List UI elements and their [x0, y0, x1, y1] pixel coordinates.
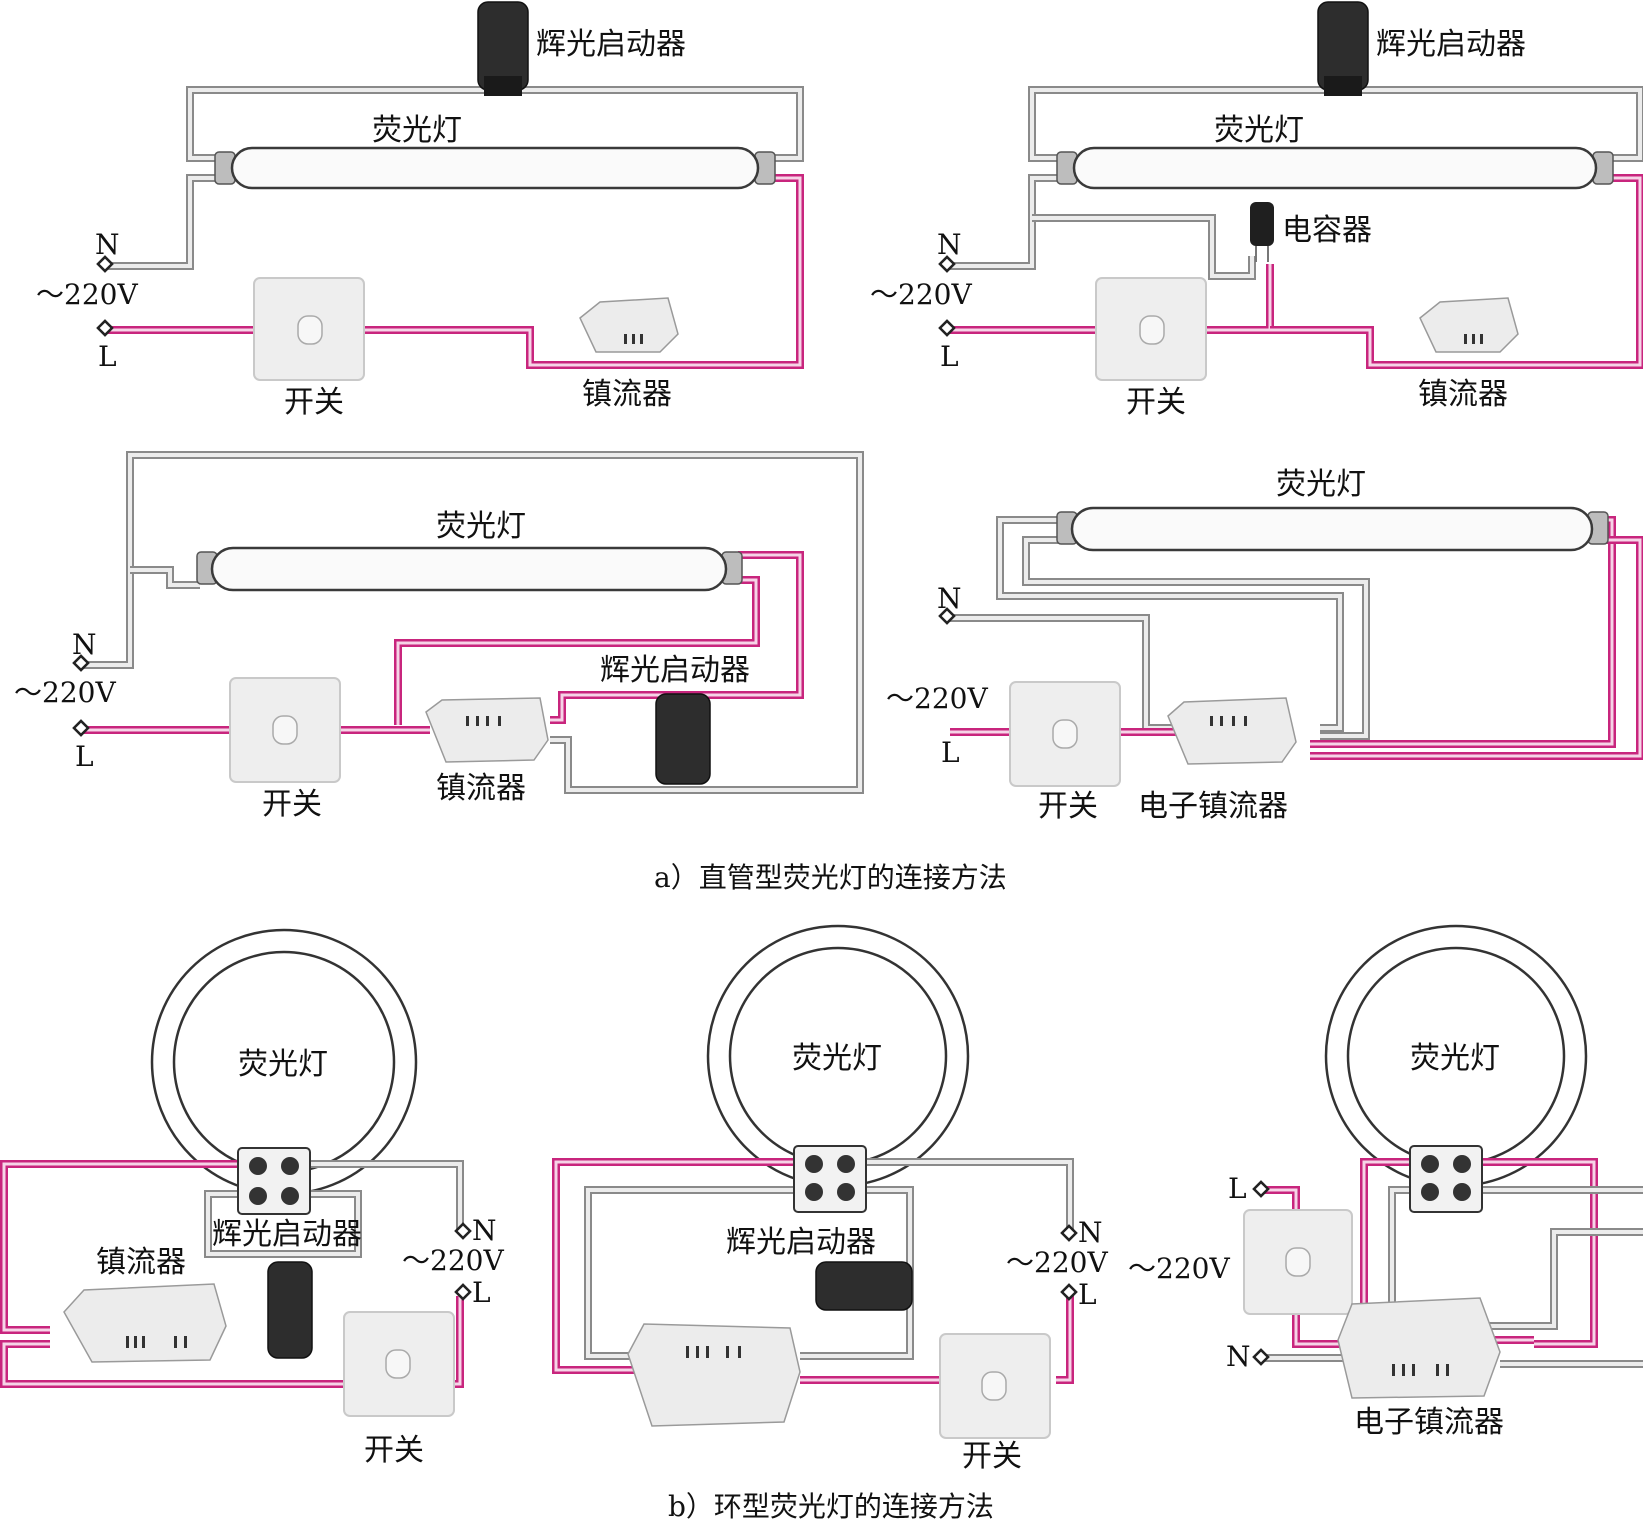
ballast-label: 镇流器 — [96, 1245, 186, 1280]
live-label: L — [940, 340, 959, 373]
voltage-label: ～220V — [36, 278, 138, 311]
terminal-n — [96, 255, 114, 273]
switch-label: 开关 — [1038, 789, 1098, 824]
neutral-label: N — [1226, 1340, 1251, 1373]
neutral-label: N — [1078, 1216, 1103, 1249]
terminal-n — [454, 1222, 472, 1240]
ballast-label: 镇流器 — [436, 771, 526, 806]
lamp-label: 荧光灯 — [372, 113, 462, 148]
fluorescent-tube — [1070, 506, 1594, 552]
neutral-label: N — [72, 628, 97, 661]
fluorescent-tube — [230, 146, 760, 190]
starter-label: 辉光启动器 — [1376, 27, 1526, 62]
neutral-label: N — [472, 1214, 497, 1247]
fluorescent-tube — [1072, 146, 1598, 190]
ballast-label: 镇流器 — [1418, 377, 1508, 412]
neutral-label: N — [95, 228, 120, 261]
ballast — [425, 697, 549, 763]
ballast — [63, 1283, 227, 1363]
wall-switch — [229, 677, 341, 783]
starter-label: 辉光启动器 — [536, 27, 686, 62]
terminal-l — [96, 319, 114, 337]
ballast — [579, 297, 679, 353]
live-label: L — [1078, 1278, 1097, 1311]
lamp-label: 荧光灯 — [1214, 113, 1304, 148]
live-label: L — [472, 1276, 491, 1309]
electronic-ballast-label: 电子镇流器 — [1354, 1405, 1504, 1440]
ballast — [1419, 297, 1519, 353]
glow-starter — [655, 693, 711, 785]
neutral-label: N — [937, 228, 962, 261]
switch-label: 开关 — [364, 1433, 424, 1468]
wall-switch — [1243, 1209, 1353, 1315]
wall-switch — [253, 277, 365, 381]
electronic-ballast — [1337, 1297, 1501, 1399]
capacitor — [1250, 202, 1274, 262]
neutral-label: N — [937, 582, 962, 615]
terminal-l — [1252, 1180, 1270, 1198]
lamp-socket — [237, 1147, 311, 1215]
switch-label: 开关 — [1126, 385, 1186, 420]
lamp-socket — [793, 1145, 867, 1213]
voltage-label: ～220V — [1006, 1246, 1108, 1279]
switch-label: 开关 — [262, 787, 322, 822]
lamp-label: 荧光灯 — [1276, 467, 1366, 502]
glow-starter — [477, 1, 529, 96]
electronic-ballast-label: 电子镇流器 — [1138, 789, 1288, 824]
panel-a1-basic: 辉光启动器 荧光灯 N ～220V L 开关 镇流器 — [36, 1, 804, 420]
live-label: L — [941, 736, 960, 769]
glow-starter — [815, 1261, 913, 1311]
voltage-label: ～220V — [870, 278, 972, 311]
lamp-label: 荧光灯 — [238, 1047, 328, 1082]
live-label: L — [75, 740, 94, 773]
starter-label: 辉光启动器 — [600, 653, 750, 688]
fluorescent-tube — [210, 546, 728, 592]
wall-switch — [1009, 681, 1121, 787]
terminal-l — [938, 319, 956, 337]
glow-starter — [1317, 1, 1369, 96]
ballast-label: 镇流器 — [582, 377, 672, 412]
terminal-l — [72, 719, 90, 737]
caption-a: a）直管型荧光灯的连接方法 — [654, 861, 1007, 894]
glow-starter — [267, 1261, 313, 1359]
panel-a3-alt: 荧光灯 辉光启动器 N ～220V L 开关 镇流器 — [14, 451, 864, 822]
capacitor-label: 电容器 — [1282, 213, 1372, 248]
terminal-n — [938, 607, 956, 625]
starter-label: 辉光启动器 — [212, 1217, 362, 1252]
terminal-n — [938, 255, 956, 273]
lamp-label: 荧光灯 — [792, 1041, 882, 1076]
ballast — [627, 1323, 801, 1427]
lamp-socket — [1409, 1145, 1483, 1213]
terminal-n — [1060, 1224, 1078, 1242]
electronic-ballast — [1167, 697, 1297, 765]
voltage-label: ～220V — [402, 1244, 504, 1277]
wall-switch — [1095, 277, 1207, 381]
starter-label: 辉光启动器 — [726, 1225, 876, 1260]
caption-b: b）环型荧光灯的连接方法 — [668, 1490, 994, 1523]
voltage-label: ～220V — [1128, 1252, 1230, 1285]
terminal-l — [454, 1283, 472, 1301]
panel-b2-ring: 荧光灯 辉光启动器 N ～220V L 开关 — [552, 924, 1108, 1474]
switch-label: 开关 — [962, 1439, 1022, 1474]
live-label: L — [1228, 1172, 1247, 1205]
panel-b1-ring: 荧光灯 辉光启动器 镇流器 N ～220V L 开关 — [0, 928, 504, 1468]
terminal-l — [1060, 1283, 1078, 1301]
voltage-label: ～220V — [14, 676, 116, 709]
live-label: L — [98, 340, 117, 373]
voltage-label: ～220V — [886, 682, 988, 715]
terminal-n — [1252, 1348, 1270, 1366]
lamp-label: 荧光灯 — [1410, 1041, 1500, 1076]
wall-switch — [939, 1333, 1051, 1439]
lamp-label: 荧光灯 — [436, 509, 526, 544]
wall-switch — [343, 1311, 455, 1417]
switch-label: 开关 — [284, 385, 344, 420]
terminal-n — [72, 654, 90, 672]
panel-a2-capacitor: 辉光启动器 荧光灯 电容器 N ～220V L 开关 镇流器 — [870, 1, 1643, 420]
panel-b3-ring-electronic: 荧光灯 L ～220V N 电子镇流器 — [1128, 924, 1643, 1440]
panel-a4-electronic: 荧光灯 N ～220V L 开关 电子镇流器 — [886, 467, 1643, 824]
